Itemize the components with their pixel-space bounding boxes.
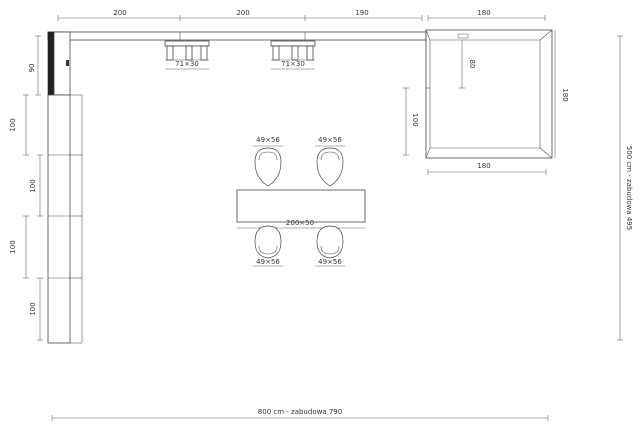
dim-top-1: 200 bbox=[113, 9, 126, 17]
corner-dims bbox=[403, 30, 556, 175]
rack-1 bbox=[164, 40, 210, 70]
left-counter bbox=[47, 31, 83, 344]
left-dimension-lines bbox=[23, 35, 43, 341]
chair-bottom-left bbox=[253, 225, 283, 267]
dim-corner-left: 100 bbox=[411, 113, 419, 126]
dim-bottom-total: 800 cm - zabudowa 790 bbox=[258, 408, 342, 416]
dim-right-total: 500 cm - zabudowa 495 bbox=[625, 146, 633, 230]
top-dimension-lines bbox=[57, 15, 546, 21]
rack-1-label: 71×30 bbox=[175, 60, 199, 68]
dim-top-right: 180 bbox=[477, 9, 490, 17]
dim-corner-right: 180 bbox=[561, 88, 569, 101]
right-dimension-line bbox=[617, 35, 623, 341]
chair-bottom-right-label: 49×56 bbox=[318, 258, 342, 266]
rack-2-label: 71×30 bbox=[281, 60, 305, 68]
dim-top-2: 200 bbox=[236, 9, 249, 17]
corner-unit bbox=[422, 29, 553, 159]
chair-top-right-label: 49×56 bbox=[318, 136, 342, 144]
table bbox=[236, 189, 366, 223]
dim-corner-inner: 80 bbox=[468, 60, 476, 69]
dim-top-3: 190 bbox=[355, 9, 368, 17]
chair-top-left bbox=[253, 145, 283, 187]
chair-top-right bbox=[315, 145, 345, 187]
chair-bottom-right bbox=[315, 225, 345, 267]
top-counter bbox=[47, 31, 427, 41]
bottom-dimension-line bbox=[51, 415, 549, 421]
chair-bottom-left-label: 49×56 bbox=[256, 258, 280, 266]
dim-left-top: 90 bbox=[28, 64, 36, 73]
chair-top-left-label: 49×56 bbox=[256, 136, 280, 144]
dim-left-2: 100 bbox=[29, 179, 37, 192]
table-label: 200×50 bbox=[286, 219, 314, 227]
dim-corner-bottom: 180 bbox=[477, 162, 490, 170]
dim-left-4: 100 bbox=[29, 302, 37, 315]
dim-left-3: 100 bbox=[9, 240, 17, 253]
dim-left-1: 100 bbox=[9, 118, 17, 131]
rack-2 bbox=[270, 40, 316, 70]
